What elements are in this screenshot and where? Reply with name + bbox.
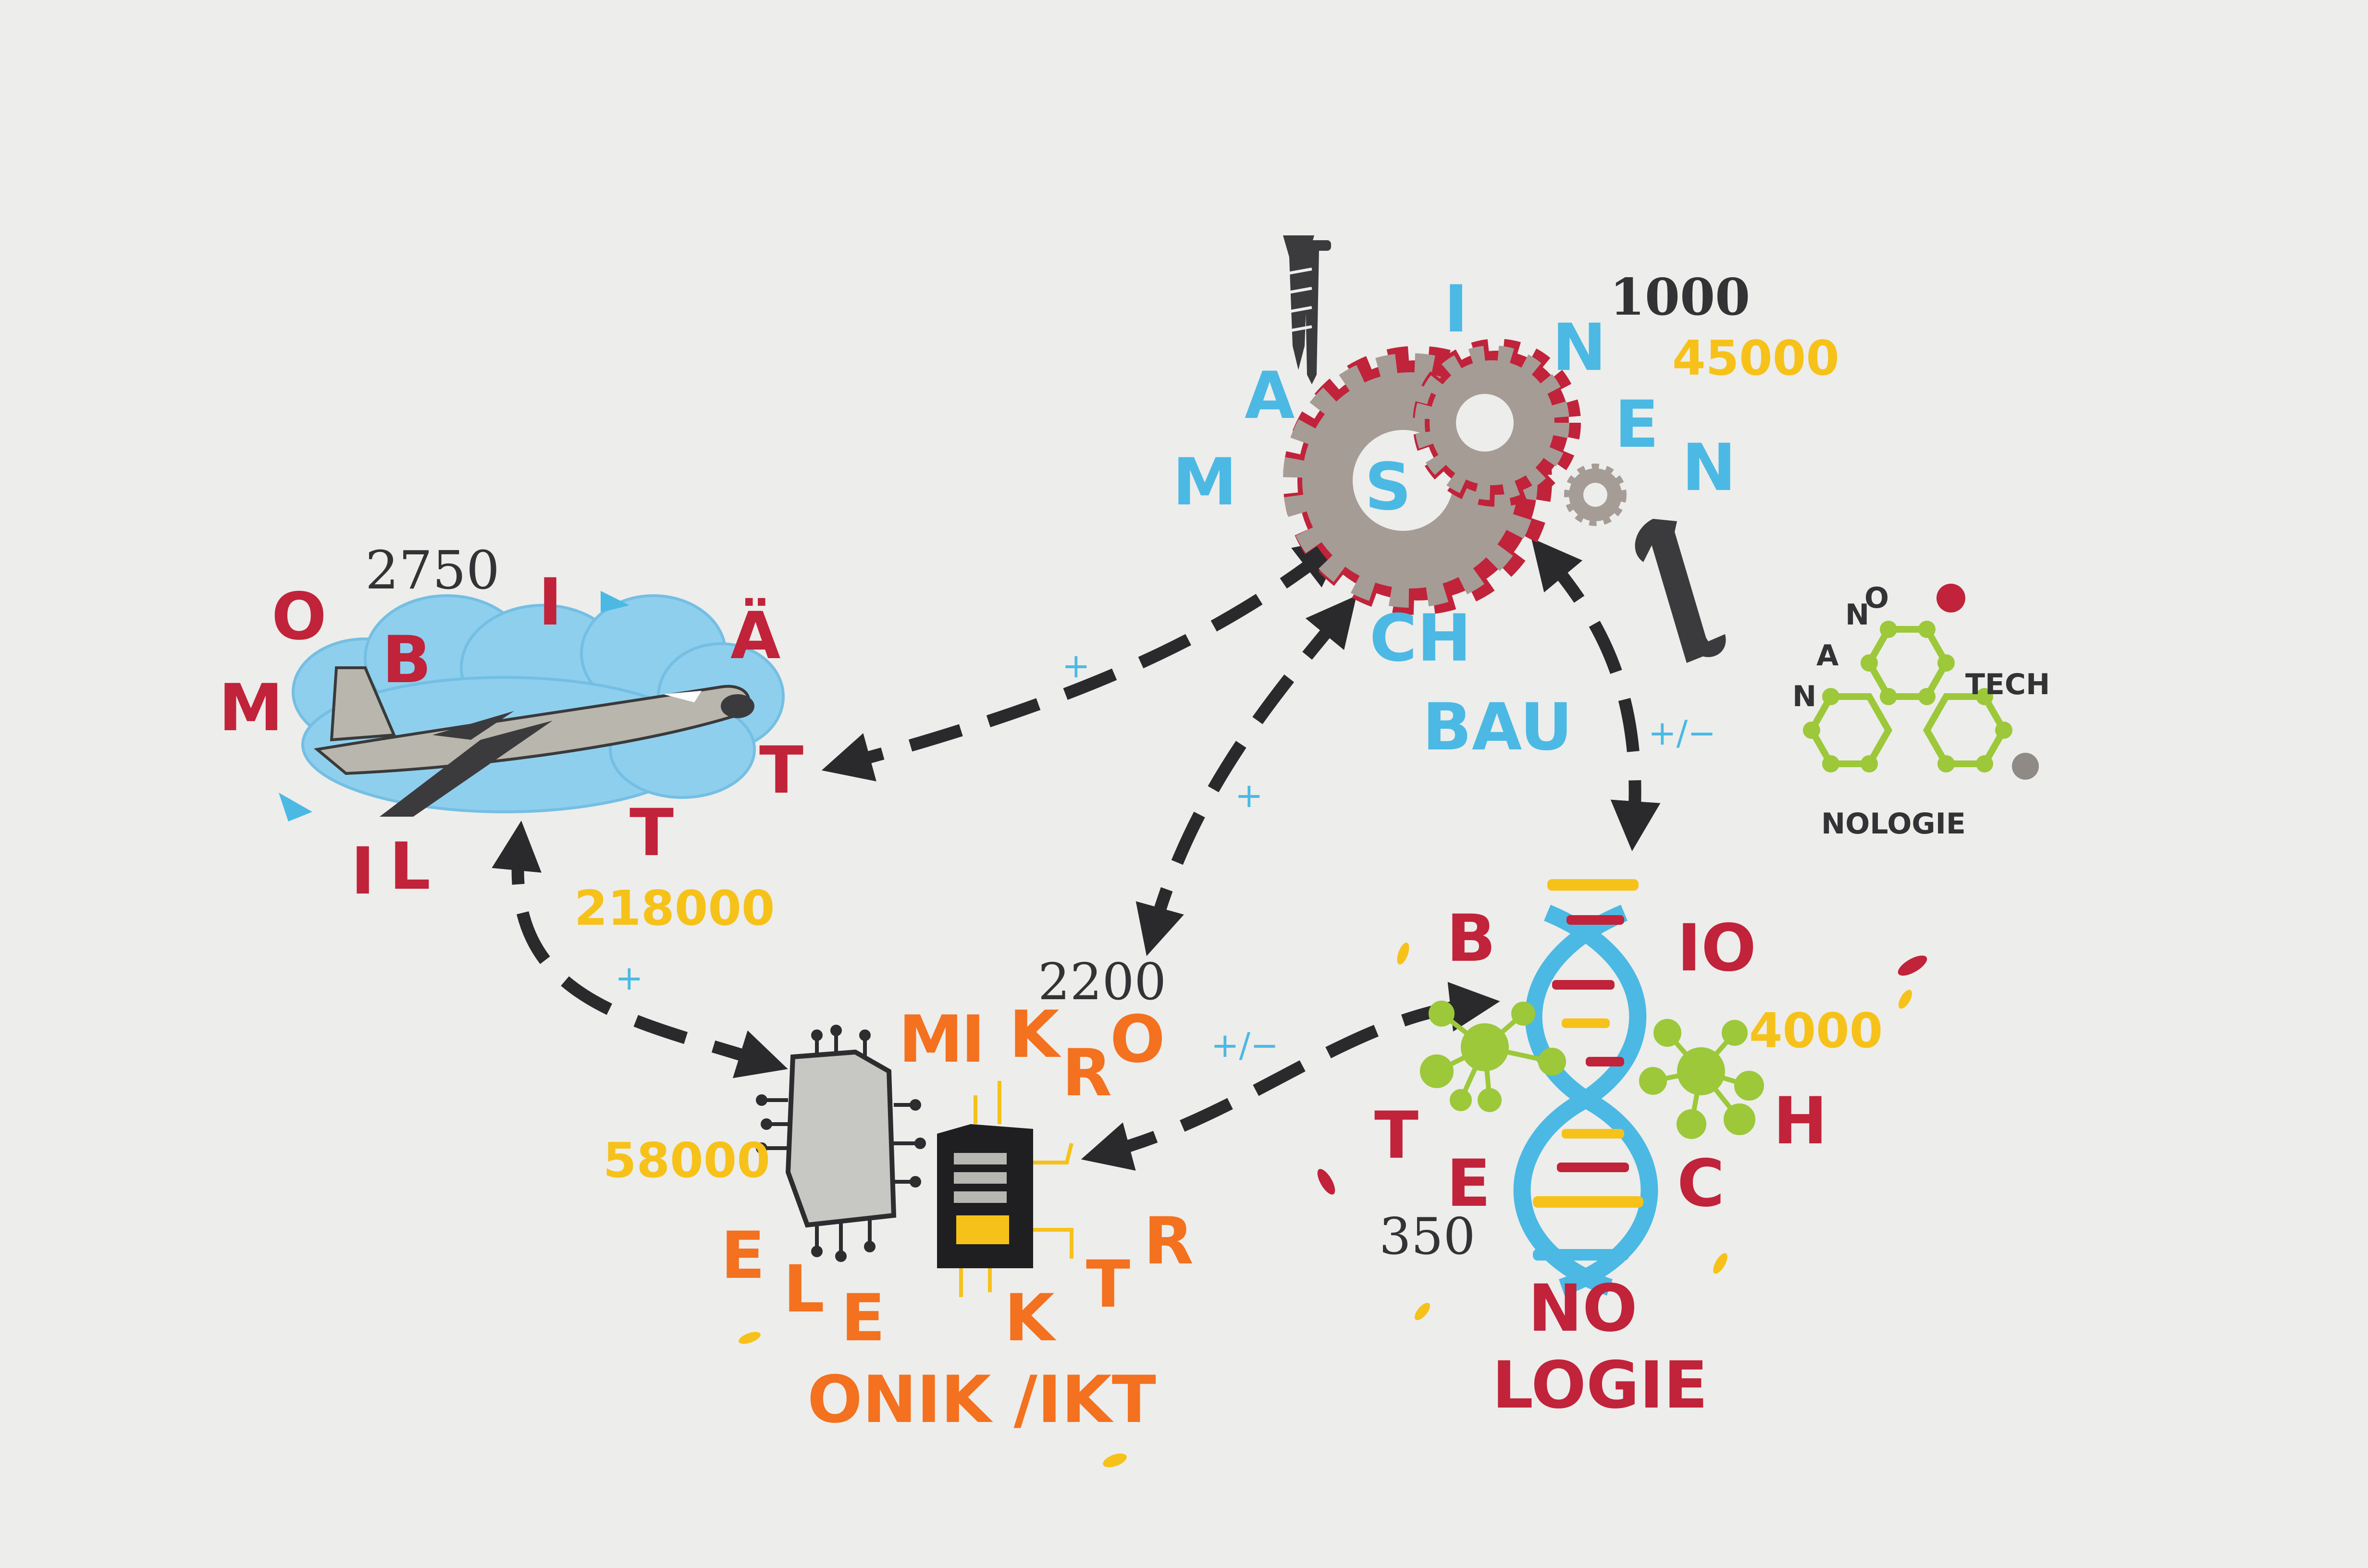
- mikroelektronik-cluster: M I K R O E L E K T R ONIK /IKT 2200 580…: [603, 953, 1194, 1468]
- mobilitaet-letter-l: L: [389, 829, 431, 904]
- mikro-number: 2200: [1038, 953, 1166, 1011]
- mikro-letter-e: E: [721, 1218, 765, 1293]
- maschinenbau-letter-n2: N: [1682, 430, 1736, 505]
- bio-letter-c: C: [1677, 1146, 1725, 1221]
- arrow-label-mikroelektronik-mobilitaet: +: [615, 958, 643, 998]
- arrow-maschinenbau-mobilitaet: [821, 537, 1346, 782]
- dot-decoration: [2012, 753, 2039, 780]
- arrow-mikroelektronik-mobilitaet: [492, 821, 788, 1078]
- mikro-letter-r2: R: [1144, 1203, 1194, 1279]
- nano-label-tech: TECH: [1965, 668, 2050, 701]
- mikro-letter-k2: K: [1004, 1280, 1057, 1356]
- nano-letter-n: N: [1792, 680, 1816, 713]
- mobilitaet-letter-t2: T: [759, 733, 803, 808]
- maschinenbau-letter-m: M: [1172, 444, 1237, 520]
- mobilitaet-letter-i: I: [538, 564, 562, 640]
- bio-employees: 4000: [1749, 1003, 1883, 1059]
- nano-label-nologie: NOLOGIE: [1821, 807, 1966, 841]
- mobilitaet-letter-b: B: [382, 622, 432, 698]
- nano-letter-a: A: [1816, 639, 1839, 673]
- chip-icon: [756, 1025, 926, 1262]
- bio-letter-t: T: [1374, 1098, 1418, 1173]
- airplane-icon: [314, 666, 754, 817]
- hexagon-network-icon: [1803, 621, 2012, 772]
- arrow-mikroelektronik-biotechnologie: [1081, 982, 1500, 1171]
- molecule-icon: [1639, 1019, 1764, 1139]
- confetti-decoration: [1317, 943, 1927, 1321]
- maschinenbau-number: 1000: [1610, 267, 1750, 327]
- mobilitaet-letter-o: O: [271, 579, 327, 654]
- gear-icon: [1413, 339, 1581, 507]
- dot-decoration: [1936, 584, 1965, 612]
- maschinenbau-letter-ch: CH: [1369, 600, 1471, 676]
- mikro-letter-e2: E: [841, 1280, 885, 1356]
- mobilitaet-letter-m: M: [219, 670, 283, 746]
- nanotechnologie-cluster: N A N O TECH NOLOGIE: [1792, 581, 2050, 841]
- microchip-icon: [937, 1081, 1073, 1297]
- arrow-maschinenbau-mikroelektronik: [1135, 595, 1357, 956]
- mobilitaet-number: 2750: [365, 539, 500, 601]
- arrow-labels: + + +/− + +/−: [615, 646, 1716, 1065]
- mikro-letter-m: M: [899, 1002, 963, 1077]
- arrow-label-mikroelektronik-biotechnologie: +/−: [1211, 1026, 1279, 1065]
- mobilitaet-employees: 218000: [574, 880, 775, 936]
- mobilitaet-letter-i2: I: [351, 833, 375, 909]
- maschinenbau-letter-a: A: [1245, 358, 1295, 433]
- bio-label-logie: LOGIE: [1492, 1348, 1708, 1423]
- triangle-decoration: [601, 591, 629, 612]
- gear-icon: [1564, 464, 1627, 526]
- maschinenbau-letter-s: S: [1365, 449, 1411, 525]
- maschinenbau-employees: 45000: [1672, 330, 1839, 386]
- maschinenbau-letter-e: E: [1615, 387, 1659, 462]
- mobilitaet-letter-t: T: [629, 795, 674, 870]
- triangle-decoration: [279, 793, 312, 821]
- biotechnologie-cluster: B IO T E C H NO LOGIE 350 4000: [1317, 879, 1927, 1423]
- arrow-maschinenbau-biotechnologie: [1531, 538, 1661, 851]
- mikro-letter-r: R: [1062, 1035, 1112, 1111]
- mikro-letter-i: I: [961, 1002, 985, 1077]
- bio-letter-e: E: [1446, 1146, 1491, 1221]
- mikro-label-onik-ikt: ONIK /IKT: [807, 1362, 1156, 1437]
- molecule-icon: [1420, 1001, 1566, 1112]
- mikro-letter-k: K: [1009, 997, 1061, 1072]
- mobilitaet-letter-ae: Ä: [730, 598, 780, 674]
- maschinenbau-letter-i: I: [1444, 271, 1468, 347]
- arrow-label-maschinenbau-mobilitaet: +: [1062, 646, 1090, 686]
- bio-letter-io: IO: [1677, 910, 1756, 986]
- confetti-decoration: [739, 1332, 1127, 1468]
- dna-icon: [1513, 879, 1658, 1296]
- nano-letter-n2: N: [1845, 598, 1869, 632]
- wrench-icon: [1635, 519, 1726, 663]
- bio-letter-h: H: [1773, 1083, 1827, 1159]
- mikro-employees: 58000: [603, 1132, 770, 1188]
- arrow-label-maschinenbau-biotechnologie: +/−: [1648, 713, 1716, 753]
- mikro-letter-l: L: [783, 1251, 825, 1327]
- maschinenbau-letter-n: N: [1552, 310, 1606, 385]
- connection-arrows: [492, 537, 1661, 1171]
- mikro-letter-t: T: [1086, 1247, 1130, 1322]
- mobilitaet-cluster: M O B I L I T Ä T 2750 218000: [219, 539, 803, 936]
- mikro-letter-o: O: [1110, 1002, 1165, 1077]
- bio-label-no: NO: [1528, 1271, 1638, 1346]
- bio-letter-b: B: [1446, 901, 1496, 976]
- screw-icon: [1283, 235, 1314, 370]
- maschinenbau-cluster: M A S I N E N CH BAU 1000 45000: [1172, 235, 1839, 765]
- bio-number: 350: [1379, 1207, 1475, 1266]
- nano-letter-o: O: [1864, 581, 1889, 615]
- maschinenbau-label-bau: BAU: [1422, 689, 1573, 765]
- arrow-label-maschinenbau-mikroelektronik: +: [1235, 776, 1263, 815]
